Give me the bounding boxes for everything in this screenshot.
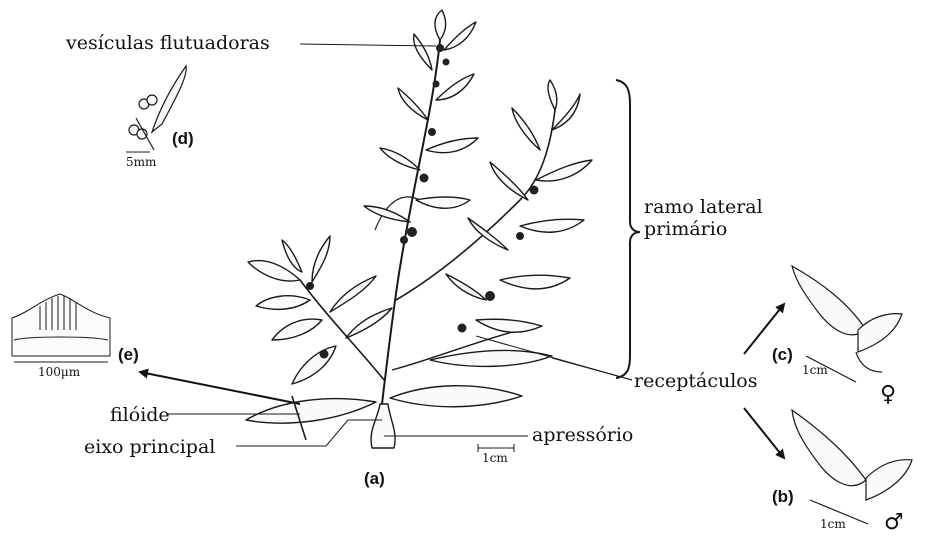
male-symbol: ♂ xyxy=(884,512,904,534)
label-eixo-principal: eixo principal xyxy=(84,438,215,457)
leader-eixo xyxy=(236,420,382,446)
scale-label-e: 100µm xyxy=(38,366,80,378)
scale-label-b: 1cm xyxy=(820,518,846,530)
label-apressorio: apressório xyxy=(532,426,633,445)
female-symbol: ♀ xyxy=(880,384,896,406)
label-vesiculas-flutuadoras: vesículas flutuadoras xyxy=(66,34,270,53)
scale-label-c: 1cm xyxy=(802,364,828,376)
panel-label-c: (c) xyxy=(772,346,793,363)
scale-label-d: 5mm xyxy=(126,156,156,168)
bracket-ramo xyxy=(616,80,640,378)
label-filoide: filóide xyxy=(110,406,170,425)
panel-label-b: (b) xyxy=(772,488,794,505)
label-ramo-lateral: ramo lateral xyxy=(644,198,763,217)
inset-e-drawing xyxy=(12,294,110,362)
arrow-to-e xyxy=(140,372,300,404)
label-primario: primário xyxy=(644,220,727,239)
panel-b-drawing xyxy=(792,410,912,524)
scale-label-main: 1cm xyxy=(482,452,508,464)
panel-label-e: (e) xyxy=(118,346,139,363)
label-receptaculos: receptáculos xyxy=(634,372,757,391)
panel-label-d: (d) xyxy=(172,130,194,147)
arrow-to-b xyxy=(744,408,784,458)
main-axis xyxy=(382,40,440,404)
filoide-leaf xyxy=(246,399,376,424)
holdfast xyxy=(371,404,395,448)
panel-label-a: (a) xyxy=(364,470,385,487)
